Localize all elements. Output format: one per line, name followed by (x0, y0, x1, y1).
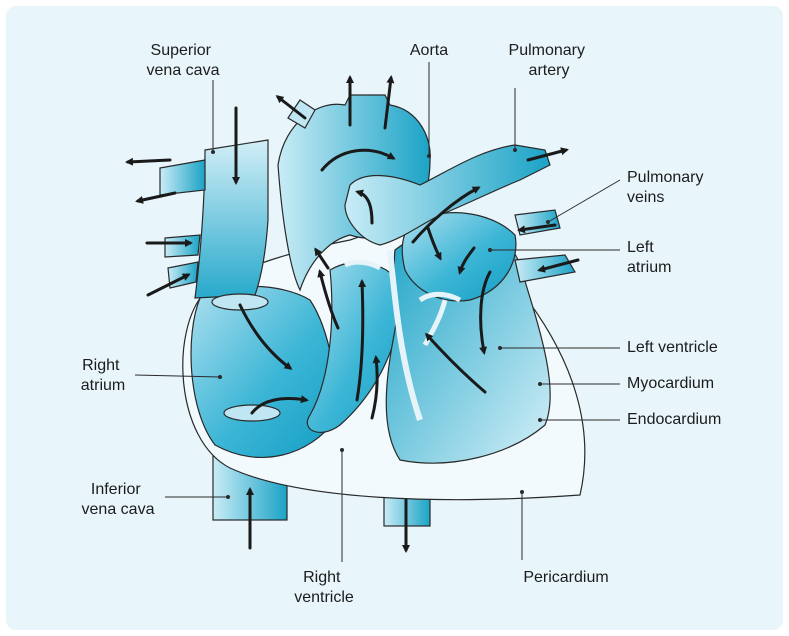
leader-dot (211, 150, 215, 154)
leader-dot (340, 448, 344, 452)
leader-dot (513, 148, 517, 152)
leader-dot (226, 495, 230, 499)
flow-arrow (128, 160, 170, 162)
superior-vena-cava-shape (195, 140, 268, 298)
leader-dot (427, 154, 431, 158)
leader-dot (218, 375, 222, 379)
label-myocardium: Myocardium (627, 375, 714, 392)
leader-dot (538, 418, 542, 422)
leader-dot (546, 220, 550, 224)
leader-dot (488, 248, 492, 252)
leader-dot (538, 382, 542, 386)
label-pericardium: Pericardium (523, 569, 608, 586)
label-left-ventricle: Left ventricle (627, 339, 718, 356)
label-endocardium: Endocardium (627, 411, 721, 428)
leader-dot (498, 346, 502, 350)
label-aorta: Aorta (410, 42, 448, 59)
leader-dot (520, 490, 524, 494)
left-vessel-stub-2 (165, 235, 200, 257)
